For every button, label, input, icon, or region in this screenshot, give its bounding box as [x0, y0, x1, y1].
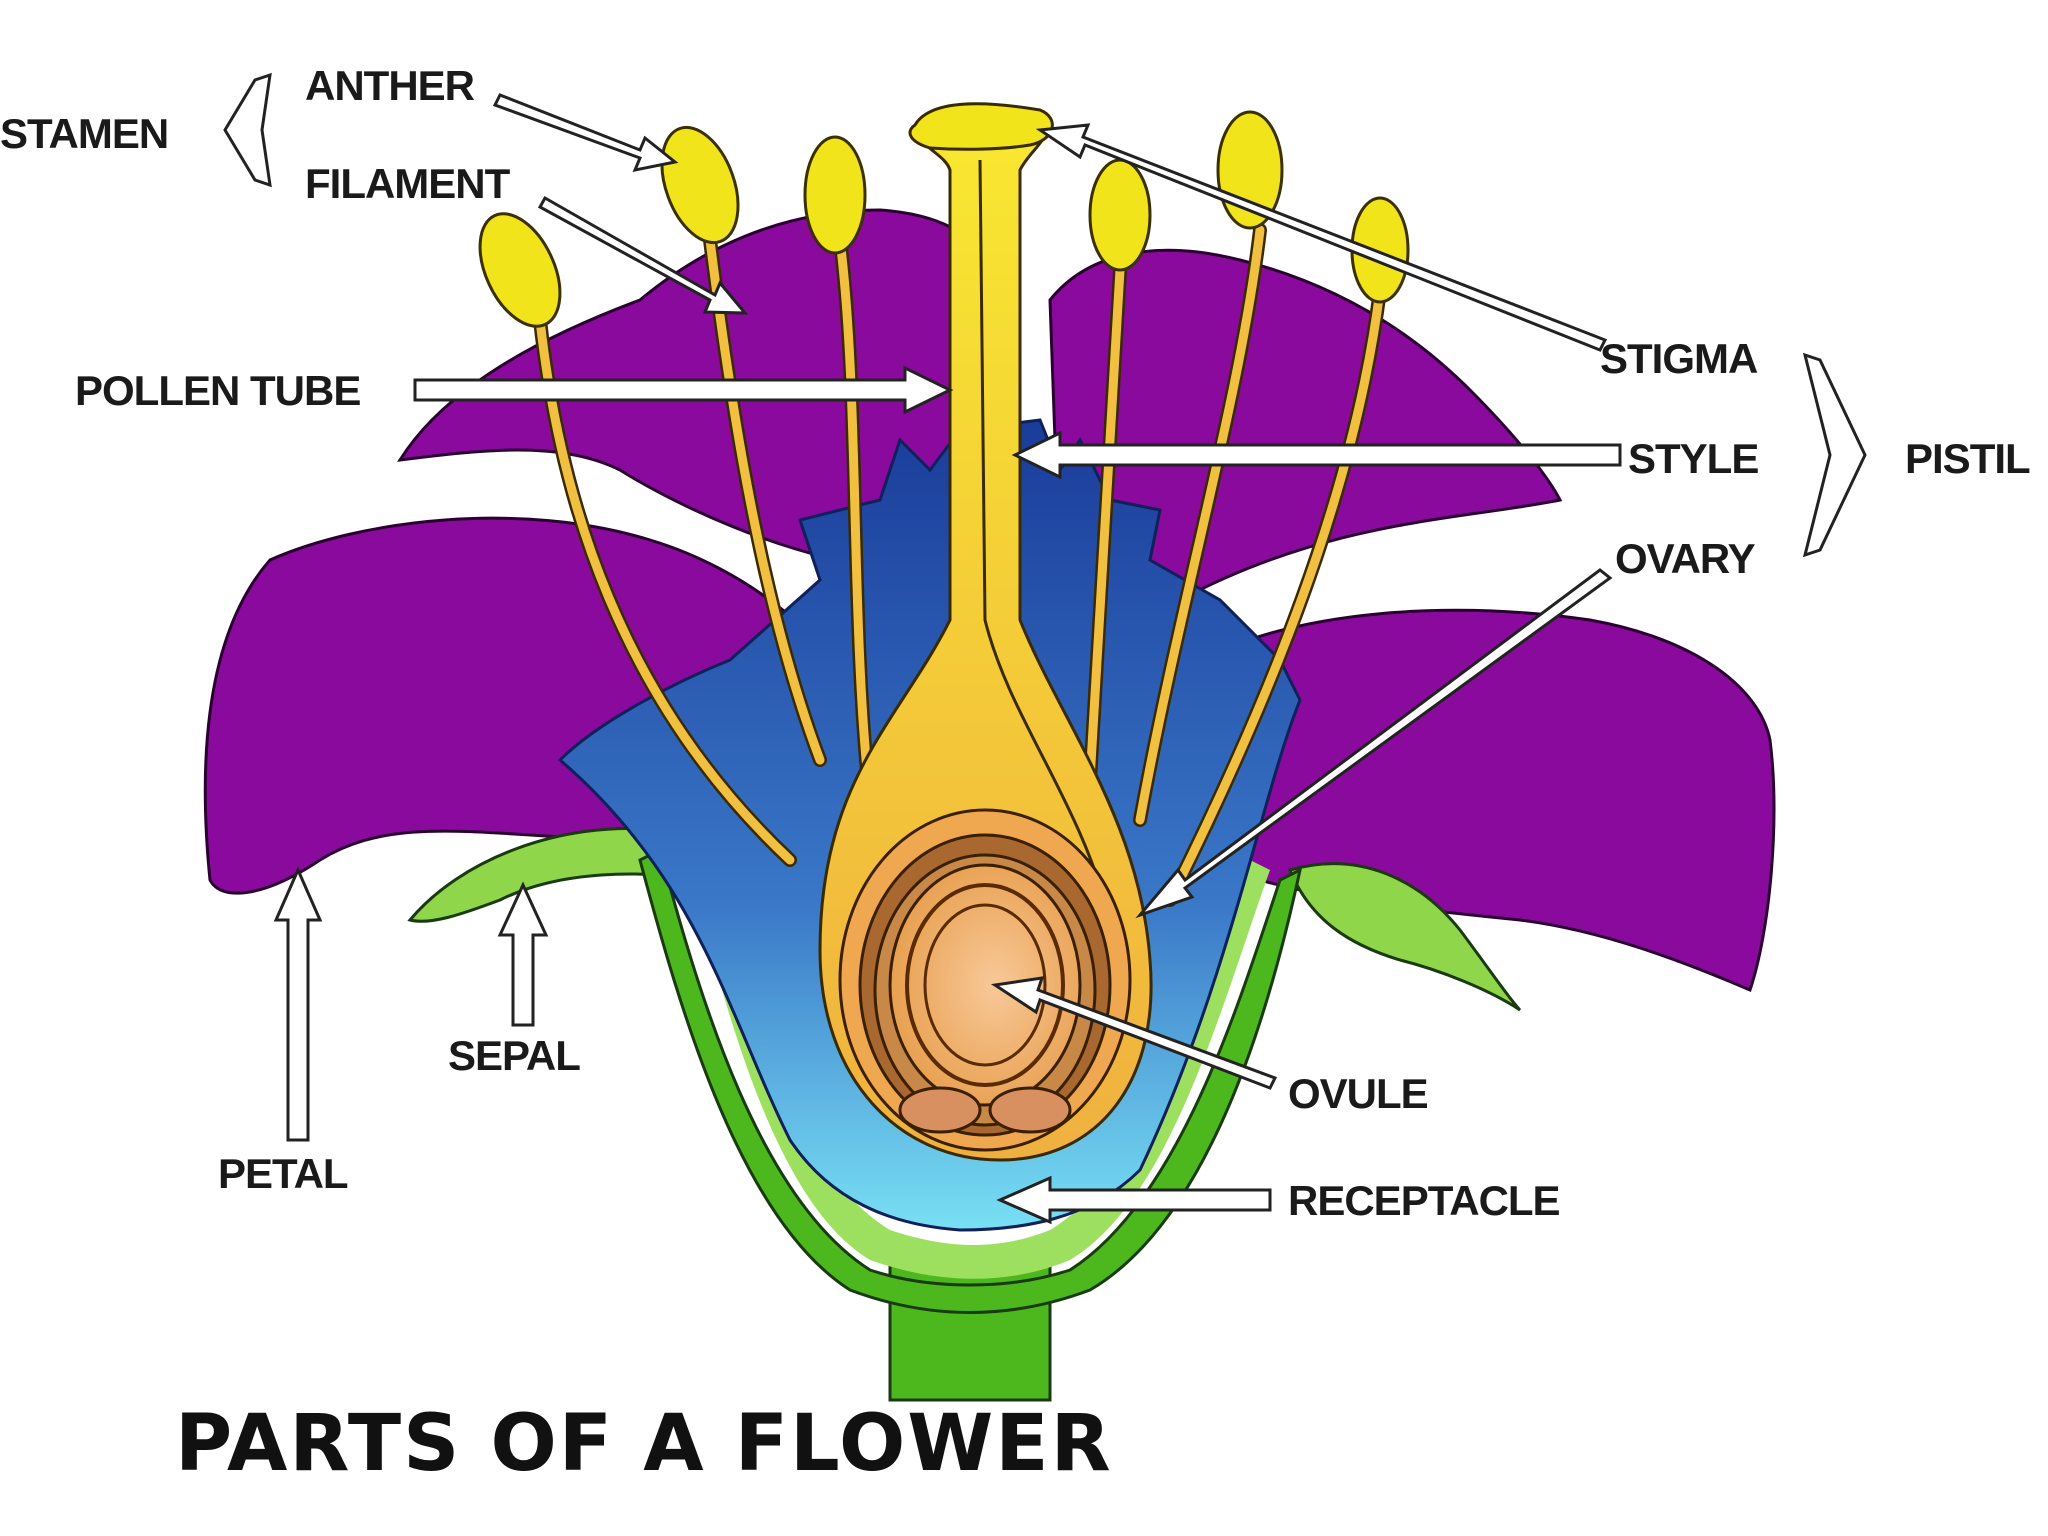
- stamen-bracket: [223, 72, 272, 188]
- label-style: STYLE: [1628, 435, 1758, 482]
- receptacle-cup: [638, 847, 1303, 1314]
- sepal-arrow: [497, 881, 549, 1027]
- labels: STAMEN ANTHER FILAMENT POLLEN TUBE STIGM…: [0, 62, 2031, 1224]
- anther-arrow: [492, 93, 679, 173]
- label-pistil: PISTIL: [1905, 435, 2030, 482]
- sepal-right: [1287, 862, 1522, 1012]
- pistil: [818, 102, 1153, 1162]
- label-ovule: OVULE: [1288, 1070, 1428, 1117]
- diagram-title: PARTS OF A FLOWER: [175, 1399, 1113, 1489]
- label-petal: PETAL: [218, 1150, 348, 1197]
- label-ovary: OVARY: [1615, 535, 1756, 582]
- pistil-bracket: [1802, 352, 1867, 558]
- stigma: [908, 102, 1054, 151]
- ovary-arrow: [1135, 568, 1613, 919]
- style-arrow: [1011, 430, 1622, 480]
- anther-3: [803, 135, 867, 255]
- receptacle-arrow: [996, 1175, 1272, 1225]
- label-receptacle: RECEPTACLE: [1288, 1177, 1560, 1224]
- filament-arrow: [537, 195, 749, 315]
- label-filament: FILAMENT: [305, 160, 511, 207]
- petal-arrow: [273, 866, 323, 1142]
- ovule-arrow: [990, 976, 1278, 1090]
- label-stigma: STIGMA: [1600, 335, 1758, 382]
- label-stamen: STAMEN: [0, 110, 168, 157]
- anther-4: [1088, 158, 1152, 272]
- anther-2: [660, 125, 740, 245]
- label-pollen-tube: POLLEN TUBE: [75, 367, 360, 414]
- ovule: [888, 863, 1082, 1107]
- anther-1: [478, 212, 562, 328]
- label-sepal: SEPAL: [448, 1032, 580, 1079]
- arrows: [273, 93, 1622, 1225]
- label-anther: ANTHER: [305, 62, 475, 109]
- sepals: [407, 826, 1522, 1012]
- stigma-arrow: [1035, 123, 1608, 352]
- brackets: [223, 72, 1867, 558]
- pollen-tube-arrow: [413, 365, 954, 415]
